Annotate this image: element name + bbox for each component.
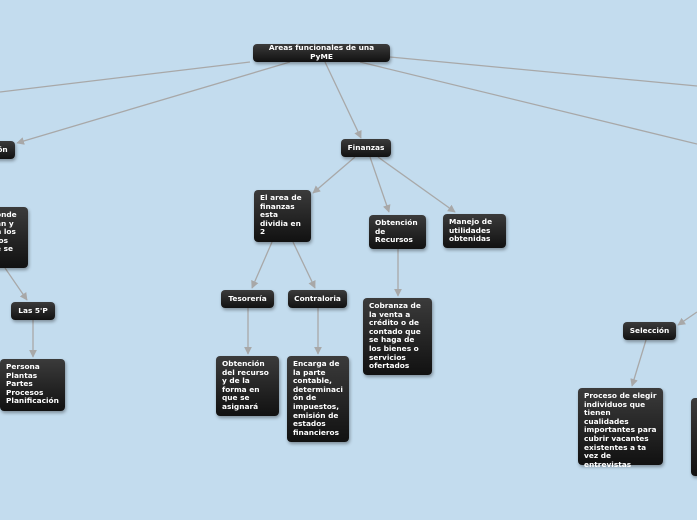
seleccion-node[interactable]: Selección: [623, 322, 676, 340]
contraloria-node[interactable]: Contraloria: [288, 290, 347, 308]
connector-root-to-finanzas: [324, 61, 362, 139]
connector-finanzas-to-manejo: [377, 156, 456, 213]
manejo-utilidades-node[interactable]: Manejo de utilidades obtenidas: [443, 214, 506, 248]
contraloria-desc-node[interactable]: Encarga de la parte contable, determinac…: [287, 356, 349, 442]
tesoreria-desc-node[interactable]: Obtención del recurso y de la forma en q…: [216, 356, 279, 416]
connector-seleccion-to-desc: [630, 339, 647, 387]
finanzas-node[interactable]: Finanzas: [341, 139, 391, 157]
obtencion-recursos-node[interactable]: Obtención de Recursos: [369, 215, 426, 249]
connector-area-to-contraloria: [292, 241, 316, 289]
left-branch-node[interactable]: ón: [0, 141, 15, 159]
area-finanzas-node[interactable]: El area de finanzas esta dividia en 2: [254, 190, 311, 242]
connector-root-to-left-branch: [16, 61, 291, 145]
tesoreria-node[interactable]: Tesorería: [221, 290, 274, 308]
connector-root-to-right-upper: [389, 56, 697, 87]
connector-area-to-tesoreria: [251, 241, 273, 289]
connector-right-to-seleccion: [677, 311, 697, 326]
connector-finanzas-to-obtencion: [369, 156, 391, 213]
five-p-list-node[interactable]: Persona Plantas Partes Procesos Planific…: [0, 359, 65, 411]
seleccion-desc-node[interactable]: Proceso de elegir individuos que tienen …: [578, 388, 663, 469]
connector-left-text-to-las5p: [4, 267, 28, 301]
cobranza-node[interactable]: Cobranza de la venta a crédito o de cont…: [363, 298, 432, 375]
right-partial-node[interactable]: [691, 398, 697, 476]
root-node[interactable]: Areas funcionales de una PyME: [253, 44, 390, 62]
las-5p-node[interactable]: Las 5'P: [11, 302, 55, 320]
left-text-node[interactable]: onde an y n los los e se: [0, 207, 28, 268]
connector-root-to-right-lower: [359, 61, 697, 145]
connector-finanzas-to-area: [312, 156, 356, 194]
connector-root-to-left-offscreen: [0, 61, 251, 93]
